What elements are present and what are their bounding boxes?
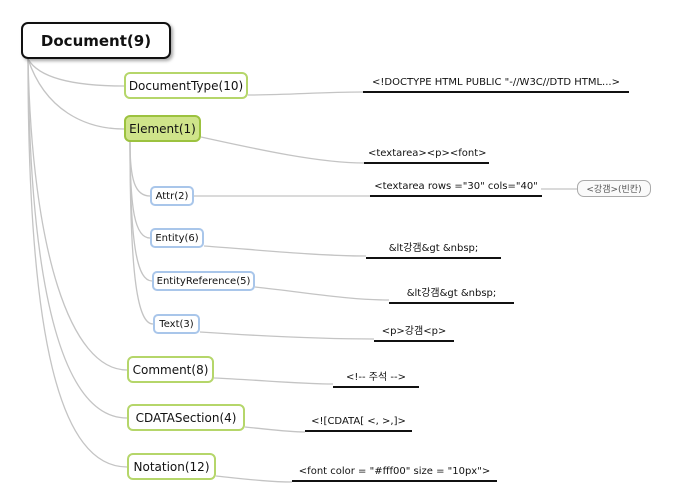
link-element-value xyxy=(200,136,365,164)
root-node-document[interactable]: Document(9) xyxy=(21,22,171,59)
value-notation: <font color = "#fff00" size = "10px"> xyxy=(292,466,497,482)
value-document-type: <!DOCTYPE HTML PUBLIC "-//W3C//DTD HTML.… xyxy=(363,77,629,93)
link-element-attr xyxy=(129,141,151,197)
node-comment[interactable]: Comment(8) xyxy=(127,356,214,383)
link-root-comment xyxy=(27,58,128,371)
link-comment-value xyxy=(213,377,334,385)
node-document-type[interactable]: DocumentType(10) xyxy=(124,72,248,99)
attr-note-bubble: <강갬>(빈칸) xyxy=(577,180,651,197)
node-entity[interactable]: Entity(6) xyxy=(150,228,204,248)
link-entityreference-value xyxy=(254,286,390,301)
node-entity-reference[interactable]: EntityReference(5) xyxy=(152,271,255,291)
link-root-element xyxy=(27,58,125,130)
value-element: <textarea><p><font> xyxy=(364,148,489,164)
value-attr: <textarea rows ="30" cols="40" xyxy=(370,181,542,197)
value-cdata-section: <![CDATA[ <, >,]> xyxy=(305,416,412,432)
value-text: <p>강갬<p> xyxy=(374,322,454,342)
link-entity-value xyxy=(203,245,367,257)
value-entity: &lt강갬&gt &nbsp; xyxy=(366,239,501,259)
node-element[interactable]: Element(1) xyxy=(124,115,201,142)
link-root-documenttype xyxy=(27,58,125,87)
link-notation-value xyxy=(215,475,293,483)
node-attr[interactable]: Attr(2) xyxy=(150,186,194,206)
node-cdata-section[interactable]: CDATASection(4) xyxy=(127,404,245,431)
link-root-notation xyxy=(27,58,128,468)
link-text-value xyxy=(199,331,375,340)
value-comment: <!-- 주석 --> xyxy=(333,368,419,388)
node-text[interactable]: Text(3) xyxy=(153,314,200,334)
link-root-cdata xyxy=(27,58,128,419)
link-element-text xyxy=(129,141,154,325)
value-entity-reference: &lt강갬&gt &nbsp; xyxy=(389,284,514,304)
link-cdata-value xyxy=(244,426,306,433)
node-notation[interactable]: Notation(12) xyxy=(127,453,216,480)
link-documenttype-value xyxy=(247,91,364,96)
